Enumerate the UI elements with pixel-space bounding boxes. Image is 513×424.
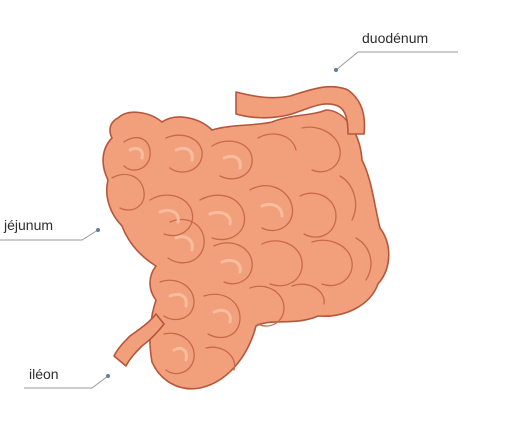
label-ileon: iléon xyxy=(29,366,59,382)
leader-dot-duodenum xyxy=(334,68,338,72)
intestine-highlight xyxy=(222,154,242,170)
intestine-highlight xyxy=(174,235,194,252)
intestine-fold-line xyxy=(249,185,294,232)
intestine-highlight xyxy=(128,146,144,160)
intestine-highlight xyxy=(168,292,188,308)
leader-dot-jejunum xyxy=(96,228,100,232)
intestine-fold-line xyxy=(205,346,236,371)
intestine-highlight xyxy=(158,208,180,224)
leader-line-jejunum xyxy=(0,229,99,241)
intestine-fold-line xyxy=(355,237,372,281)
intestine-fold-line xyxy=(159,279,195,321)
intestine-highlight xyxy=(212,308,232,324)
intestine-fold-line xyxy=(111,173,145,211)
intestine-fold-line xyxy=(149,194,194,237)
leader-dot-ileon xyxy=(106,374,110,378)
intestine-highlight xyxy=(172,346,188,362)
intestine-fold-line xyxy=(301,126,341,173)
intestine-highlight xyxy=(220,258,242,274)
intestine-highlight xyxy=(260,202,284,218)
intestine-fold-line xyxy=(311,239,353,287)
intestine-fold-line xyxy=(211,140,253,180)
intestine-fold-line xyxy=(299,192,337,238)
intestine-fold-line xyxy=(339,175,357,221)
intestine-fold-line xyxy=(203,293,241,339)
leader-line-duodenum xyxy=(335,51,458,71)
leader-lines xyxy=(0,51,458,389)
intestine-highlight xyxy=(208,210,232,226)
intestine-fold-line xyxy=(165,134,203,173)
intestine-fold-line xyxy=(123,137,151,171)
ileum-tube xyxy=(113,313,165,367)
intestine-fold-line xyxy=(213,242,253,285)
intestine-fold-line xyxy=(291,283,325,305)
intestine-fold-line xyxy=(167,218,205,264)
intestine-fold-line xyxy=(163,332,195,375)
intestine-fold-line xyxy=(249,285,285,327)
intestine-folds xyxy=(111,126,372,375)
duodenum-tube xyxy=(235,85,366,135)
intestine-highlight xyxy=(174,146,194,162)
leader-line-ileon xyxy=(24,375,109,389)
intestine-fold-line xyxy=(257,133,297,151)
label-jejunum: jéjunum xyxy=(4,217,54,233)
small-intestine-icon xyxy=(102,85,390,390)
label-duodenum: duodénum xyxy=(362,30,429,46)
intestine-fold-line xyxy=(199,194,246,241)
intestine-fold-line xyxy=(261,240,303,287)
